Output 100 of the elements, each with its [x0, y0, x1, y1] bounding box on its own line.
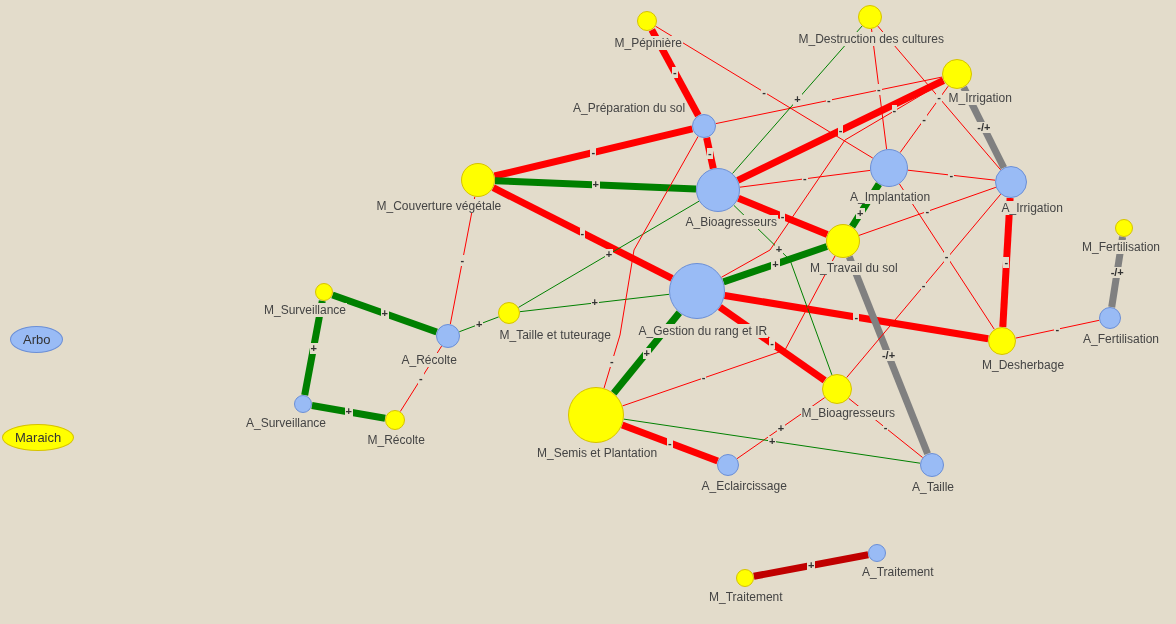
node-label: A_Préparation du sol [572, 101, 687, 115]
edge-label: + [807, 560, 816, 571]
edge-line [858, 186, 997, 236]
edge-label: + [591, 179, 600, 191]
edge-label: - [936, 92, 942, 104]
edge-line [899, 85, 949, 154]
edge-line [458, 316, 500, 333]
edge-label: - [609, 356, 615, 368]
edge-line [655, 25, 874, 159]
edge-line [960, 85, 1007, 170]
node-label: A_Gestion du rang et IR [637, 324, 769, 338]
edge-label: + [774, 243, 784, 255]
node-label: M_Semis et Plantation [536, 446, 659, 460]
edge-line [737, 195, 829, 238]
edge-line [846, 255, 931, 456]
edge-label: - [590, 146, 597, 158]
node-label: A_Récolte [400, 353, 458, 367]
edge-label: - [876, 83, 882, 95]
edge-line [717, 304, 827, 384]
node-label: A_Implantation [849, 190, 932, 204]
edge-label: - [769, 338, 775, 350]
legend-item: Arbo [10, 326, 64, 353]
edge-label: + [776, 422, 786, 434]
edge-label: -/+ [1109, 266, 1125, 278]
node-label: M_Récolte [366, 433, 426, 447]
edge-line [898, 183, 995, 330]
edge-label: + [344, 406, 353, 418]
edge-line [620, 421, 719, 465]
edge-line [331, 291, 438, 336]
edge-label: - [666, 437, 673, 449]
edge-label: - [672, 67, 678, 79]
edge-line [491, 184, 674, 282]
node-label: M_Surveillance [263, 303, 348, 317]
edge-line [739, 169, 871, 188]
edge-label: -/+ [976, 122, 992, 134]
edge-label: + [767, 435, 777, 447]
edge-label: + [380, 308, 389, 319]
edge-label: -/+ [880, 349, 897, 361]
edge-label: - [1003, 257, 1010, 268]
edge-line [907, 169, 996, 181]
edge-line [519, 293, 670, 313]
edge-label: + [771, 258, 780, 270]
edge-label: - [853, 311, 860, 323]
node-label: M_Traitement [708, 590, 784, 604]
edge-label: + [793, 94, 802, 106]
node-label: M_Pépinière [613, 36, 683, 50]
edge-label: - [779, 210, 786, 222]
edge-label: + [309, 342, 318, 354]
node-label: M_Destruction des cultures [797, 32, 945, 46]
edge-line [603, 135, 699, 389]
edge-line [611, 310, 682, 396]
node-label: M_Fertilisation [1081, 240, 1162, 254]
edge-line [1015, 319, 1100, 339]
edge-line [449, 196, 476, 325]
edge-line [648, 28, 702, 118]
edge-label: + [474, 318, 484, 330]
node-label: A_Traitement [861, 565, 935, 579]
edge-line [999, 197, 1014, 328]
edge-line [846, 193, 1002, 378]
node-label: A_Taille [911, 480, 956, 494]
edge-label: - [921, 113, 927, 125]
edge-line [849, 182, 882, 229]
edge-label: - [579, 227, 586, 239]
edge-line [494, 177, 697, 193]
edge-line [622, 255, 836, 407]
node-label: M_Desherbage [981, 358, 1066, 372]
edge-label: - [417, 373, 424, 385]
node-label: M_Taille et tuteurage [498, 328, 612, 342]
node-label: M_Irrigation [947, 91, 1013, 105]
edge-line [753, 551, 869, 580]
node-label: A_Bioagresseurs [684, 215, 778, 229]
edge-line [518, 200, 700, 308]
edge-line [715, 76, 943, 125]
edge-label: + [642, 347, 651, 359]
edge-label: - [459, 254, 466, 266]
edge-label: + [856, 208, 865, 220]
edge-line [623, 418, 921, 464]
node-label: A_Surveillance [245, 416, 328, 430]
node-label: M_Bioagresseurs [800, 406, 896, 420]
edge-line [703, 136, 717, 170]
edge-line [736, 77, 946, 184]
edge-label: - [837, 124, 844, 136]
edge-line [722, 243, 829, 286]
edge-label: - [943, 251, 950, 263]
node-label: A_Irrigation [1000, 201, 1064, 215]
legend-item: Maraich [2, 424, 75, 451]
edge-line [311, 402, 386, 422]
edge-line [877, 25, 1002, 171]
edge-line [732, 25, 863, 174]
edge-line [736, 397, 826, 460]
node-label: A_Fertilisation [1082, 332, 1161, 346]
edge-label: - [706, 147, 713, 159]
edge-label: + [604, 248, 614, 260]
edge-line [724, 292, 989, 343]
node-label: M_Travail du sol [809, 261, 899, 275]
edge-line [301, 300, 326, 396]
node-label: A_Eclaircissage [700, 479, 788, 493]
edge-label: - [920, 280, 927, 292]
node-label: M_Couverture végétale [375, 199, 503, 213]
edge-line [733, 204, 833, 376]
